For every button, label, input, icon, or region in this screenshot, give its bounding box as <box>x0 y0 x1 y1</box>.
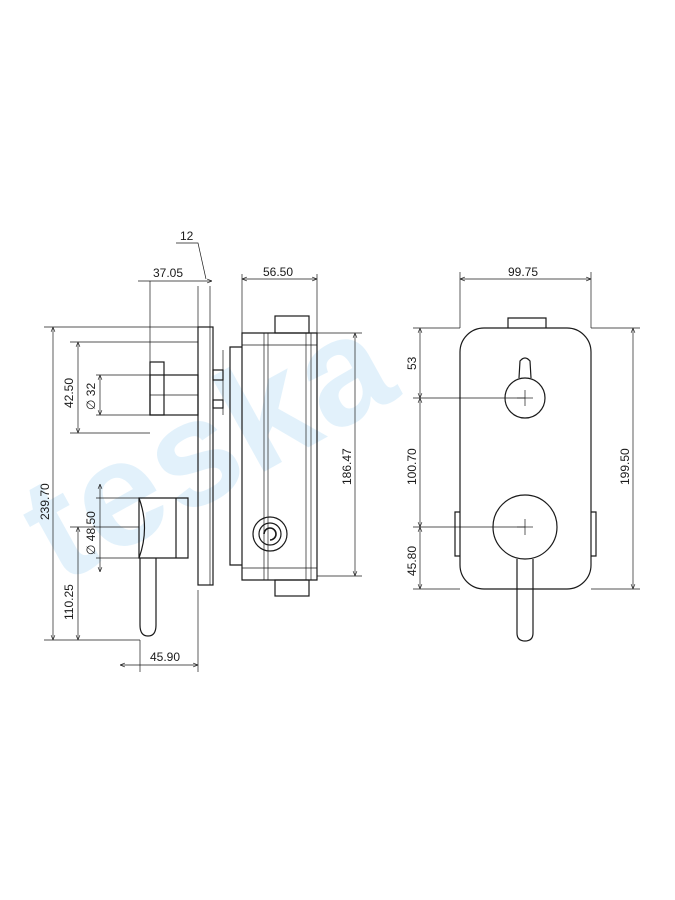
dim-100-70: 100.70 <box>405 448 419 485</box>
side-view: 12 37.05 239.70 42.50 ∅ 32 ∅ 48.50 110.2… <box>38 229 224 672</box>
dim-99-75: 99.75 <box>508 265 538 279</box>
dim-45-90: 45.90 <box>150 650 180 664</box>
front-lever <box>516 559 534 642</box>
dim-42-50: 42.50 <box>62 378 76 408</box>
front-plate <box>459 327 592 590</box>
bottom-port <box>274 579 310 597</box>
dim-56-50: 56.50 <box>263 265 293 279</box>
lever <box>139 558 157 637</box>
dim-53: 53 <box>405 356 419 370</box>
dim-45-80: 45.80 <box>405 546 419 576</box>
body-view: 56.50 186.47 <box>229 265 362 597</box>
top-port <box>274 315 310 334</box>
dim-239-70: 239.70 <box>38 483 52 520</box>
dim-dia-32: ∅ 32 <box>84 383 98 410</box>
dim-12: 12 <box>180 229 194 243</box>
dim-186-47: 186.47 <box>340 448 354 485</box>
wall-plate <box>197 326 214 586</box>
dim-110-25: 110.25 <box>62 584 76 620</box>
dim-199-50: 199.50 <box>618 448 632 485</box>
front-view: 99.75 53 100.70 45.80 199.50 <box>405 265 640 642</box>
dim-37-05: 37.05 <box>153 266 183 280</box>
lower-handle-body <box>138 497 189 559</box>
outlet-circle <box>252 516 288 552</box>
dim-dia-48-50: ∅ 48.50 <box>84 511 98 555</box>
